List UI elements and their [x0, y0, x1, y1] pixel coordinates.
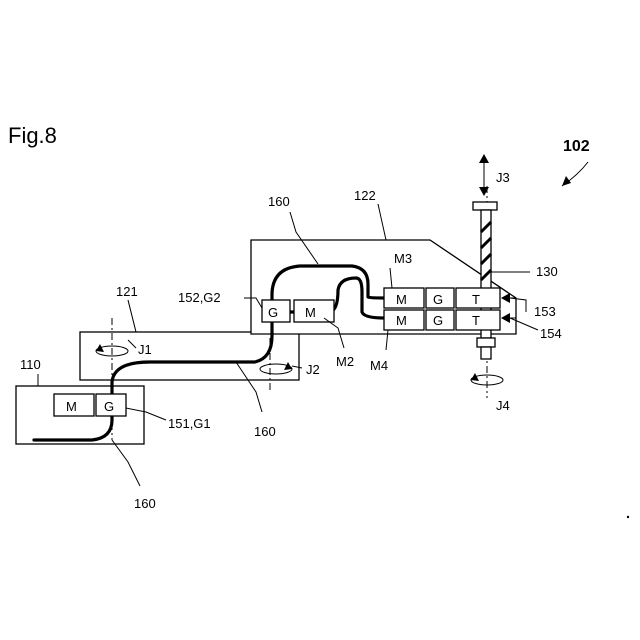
label-j3: J3 [496, 170, 510, 185]
stray-dot [627, 516, 629, 518]
label-122: 122 [354, 188, 376, 203]
label-110: 110 [20, 357, 41, 372]
figure-title: Fig.8 [8, 123, 57, 148]
svg-text:G: G [104, 399, 114, 414]
arm2-motor-box: M [294, 300, 334, 322]
svg-text:M: M [66, 399, 77, 414]
base-gear-box: G [96, 394, 126, 416]
m3-transmission-box: T [456, 288, 500, 308]
j3-linear-arrow-icon [479, 154, 489, 196]
label-m3: M3 [394, 251, 412, 266]
svg-text:G: G [268, 305, 278, 320]
label-121: 121 [116, 284, 138, 299]
m3-motor-box: M [384, 288, 424, 308]
leader-160-bottom [112, 440, 140, 486]
label-m2: M2 [336, 354, 354, 369]
label-160-top: 160 [268, 194, 290, 209]
svg-text:T: T [472, 313, 480, 328]
label-160-mid: 160 [254, 424, 276, 439]
label-151-g1: 151,G1 [168, 416, 211, 431]
label-153: 153 [534, 304, 556, 319]
label-154: 154 [540, 326, 562, 341]
figure-ref-number: 102 [563, 138, 590, 155]
m4-transmission-box: T [456, 310, 500, 330]
leader-121 [128, 300, 136, 332]
svg-text:G: G [433, 292, 443, 307]
svg-text:M: M [396, 313, 407, 328]
leader-122 [378, 204, 386, 240]
label-130: 130 [536, 264, 558, 279]
svg-text:M: M [396, 292, 407, 307]
arm2-gear-box: G [262, 300, 290, 322]
svg-text:M: M [305, 305, 316, 320]
label-152-g2: 152,G2 [178, 290, 221, 305]
label-j2: J2 [306, 362, 320, 377]
m3-gear-box: G [426, 288, 454, 308]
svg-text:T: T [472, 292, 480, 307]
m4-motor-box: M [384, 310, 424, 330]
label-m4: M4 [370, 358, 388, 373]
figure-ref-arrowhead [562, 176, 571, 186]
base-motor-box: M [54, 394, 94, 416]
label-160-bottom: 160 [134, 496, 156, 511]
label-j1: J1 [138, 342, 152, 357]
svg-text:G: G [433, 313, 443, 328]
label-j4: J4 [496, 398, 510, 413]
m4-gear-box: G [426, 310, 454, 330]
